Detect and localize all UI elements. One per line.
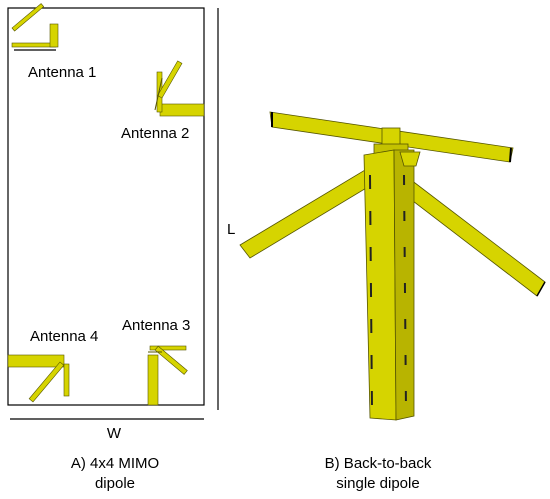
length-label: L [227,221,235,238]
antenna-3-label: Antenna 3 [122,317,190,334]
antenna-1-shape [11,3,59,51]
antenna-2-shape [154,60,205,117]
caption-a-line-1: A) 4x4 MIMO [71,455,159,472]
panel-a: Antenna 1 Antenna 2 Antenna 3 Antenna 4 … [7,3,205,492]
antenna-4-shape [7,354,70,403]
ground-board-outline [7,7,205,406]
antenna-1-label: Antenna 1 [28,64,96,81]
antenna-3-shape [147,345,188,406]
vertical-board-front [363,149,397,421]
panel-b: B) Back-to-back single dipole [239,111,546,492]
left-diagonal-arm [239,166,379,259]
caption-b-line-2: single dipole [336,475,419,492]
width-label: W [107,425,122,442]
caption-a-line-2: dipole [95,475,135,492]
caption-b-line-1: B) Back-to-back [325,455,432,472]
antenna-2-label: Antenna 2 [121,125,189,142]
right-diagonal-arm [391,169,546,297]
antenna-4-label: Antenna 4 [30,328,98,345]
